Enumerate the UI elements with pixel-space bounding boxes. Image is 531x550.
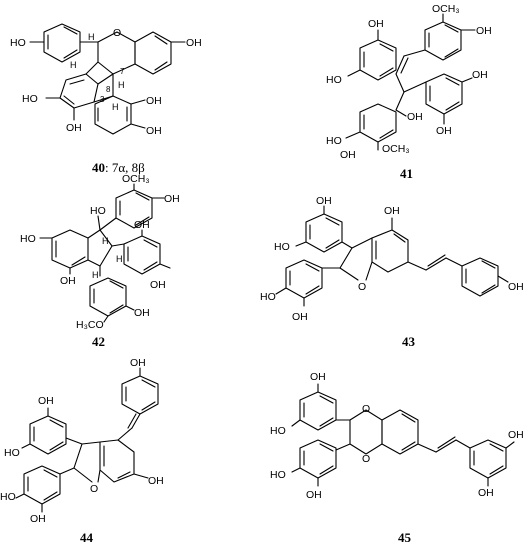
c45-dioxane (349, 409, 383, 455)
c42-och3-b: H₃CO (76, 319, 104, 331)
c41-ring-d (359, 103, 397, 143)
c42-h3: H (92, 270, 99, 280)
compound-43: OH HO O OH OH HO OH 43 (260, 195, 524, 349)
c44-oh2: HO (4, 447, 20, 459)
c45-oh6: OH (478, 487, 494, 499)
c43-oh2: HO (274, 241, 290, 253)
c40-oh6: OH (146, 125, 162, 137)
c40-loc3: 3 (100, 95, 105, 104)
c41-oh-top: OH (476, 25, 492, 37)
c42-oh-lb: OH (60, 275, 76, 287)
compound-42: HO OCH₃ OH H H H HO OH OH OH (20, 173, 180, 349)
c40-oh3: HO (22, 93, 38, 105)
c41-oh-mid: OH (407, 111, 423, 123)
c43-o-ring: O (358, 281, 366, 293)
c42-oh-right1: OH (134, 219, 150, 231)
c41-ring-b (359, 39, 397, 81)
c45-ring-c (469, 439, 507, 479)
c43-oh1: OH (316, 195, 332, 207)
c45-ring-b (381, 409, 419, 455)
c40-oh2: OH (186, 37, 202, 49)
c44-label: 44 (80, 530, 94, 545)
c40-loc8: 8 (106, 85, 111, 94)
c40-o-ring: O (113, 27, 121, 39)
c41-oh-right-a: OH (472, 69, 488, 81)
compound-40: HO O OH H H H H 7 8 3 HO OH OH OH (10, 23, 202, 175)
c40-loc7: 7 (120, 67, 125, 76)
c43-oh4: OH (292, 311, 308, 323)
c44-ring-b (99, 439, 135, 483)
c44-ring-c (29, 415, 67, 455)
c40-oh5: OH (146, 95, 162, 107)
c43-ring-d (285, 259, 323, 299)
c41-oh-left-b: HO (326, 74, 342, 86)
c41-oh-left-a: OH (368, 18, 384, 30)
c45-o1: O (362, 403, 370, 415)
c40-h2: H (118, 80, 125, 90)
c45-o2: O (362, 453, 370, 465)
c45-oh1: OH (310, 371, 326, 383)
c41-ring-c (425, 73, 463, 115)
c41-oh-right-b: OH (436, 125, 452, 137)
c40-ring-b (134, 31, 172, 75)
c42-ho-top: HO (90, 205, 106, 217)
c41-oh-bot2: OH (340, 149, 356, 161)
c43-ring-c (461, 257, 499, 297)
compound-41: OCH₃ OH OH HO OH OH OH HO (326, 3, 492, 181)
c42-oh-top: OH (164, 193, 180, 205)
c42-h1: H (102, 236, 109, 246)
c44-o-ring: O (90, 483, 98, 495)
c40-h3: H (112, 102, 119, 112)
c41-och3: OCH₃ (432, 3, 460, 15)
c44-oh4: OH (30, 513, 46, 525)
c43-label: 43 (402, 334, 416, 349)
c42-och3: OCH₃ (122, 173, 150, 185)
c44-oh3: HO (0, 491, 16, 503)
c40-ring-a (43, 23, 81, 63)
c41-label: 41 (400, 166, 413, 181)
c45-oh2: HO (270, 425, 286, 437)
c45-ring-a (299, 391, 337, 431)
c40-oh1: HO (10, 37, 26, 49)
c44-oh1: OH (38, 395, 54, 407)
c42-oh-b: OH (134, 307, 150, 319)
c45-oh3: HO (270, 469, 286, 481)
c44-ring-a (121, 375, 159, 415)
c40-oh4: OH (66, 122, 82, 134)
compound-45: OH HO O O OH OH HO OH (270, 371, 524, 545)
c40-h4: H (88, 32, 95, 42)
c42-oh-left: HO (20, 233, 36, 245)
c42-oh-right2: OH (150, 279, 166, 291)
c45-oh4: OH (306, 489, 322, 501)
compound-44: OH OH O OH HO HO (0, 357, 164, 545)
c41-och3-b: OCH₃ (382, 143, 410, 155)
c43-oh3: OH (384, 205, 400, 217)
c42-label: 42 (92, 334, 105, 349)
c44-oh5: OH (148, 475, 164, 487)
c43-ring-a (305, 213, 343, 253)
c40-label: 40: 7α, 8β (92, 160, 145, 175)
c41-oh-bot1: HO (326, 135, 342, 147)
c45-oh5: OH (508, 429, 524, 441)
c43-oh6: OH (508, 281, 524, 293)
c45-ring-d (299, 439, 337, 479)
c44-ring-d (23, 465, 61, 505)
c42-ring-c (123, 235, 161, 275)
c40-ring-c (59, 73, 99, 109)
c42-ring-d (89, 277, 127, 317)
c41-ring-a (424, 21, 462, 61)
c42-h2: H (116, 254, 123, 264)
c44-oh-top: OH (130, 357, 146, 369)
c43-ring-b (371, 229, 409, 273)
c45-label: 45 (398, 530, 412, 545)
c43-oh5: HO (260, 291, 276, 303)
c40-h1: H (70, 60, 77, 70)
c42-ring-b (51, 229, 89, 269)
